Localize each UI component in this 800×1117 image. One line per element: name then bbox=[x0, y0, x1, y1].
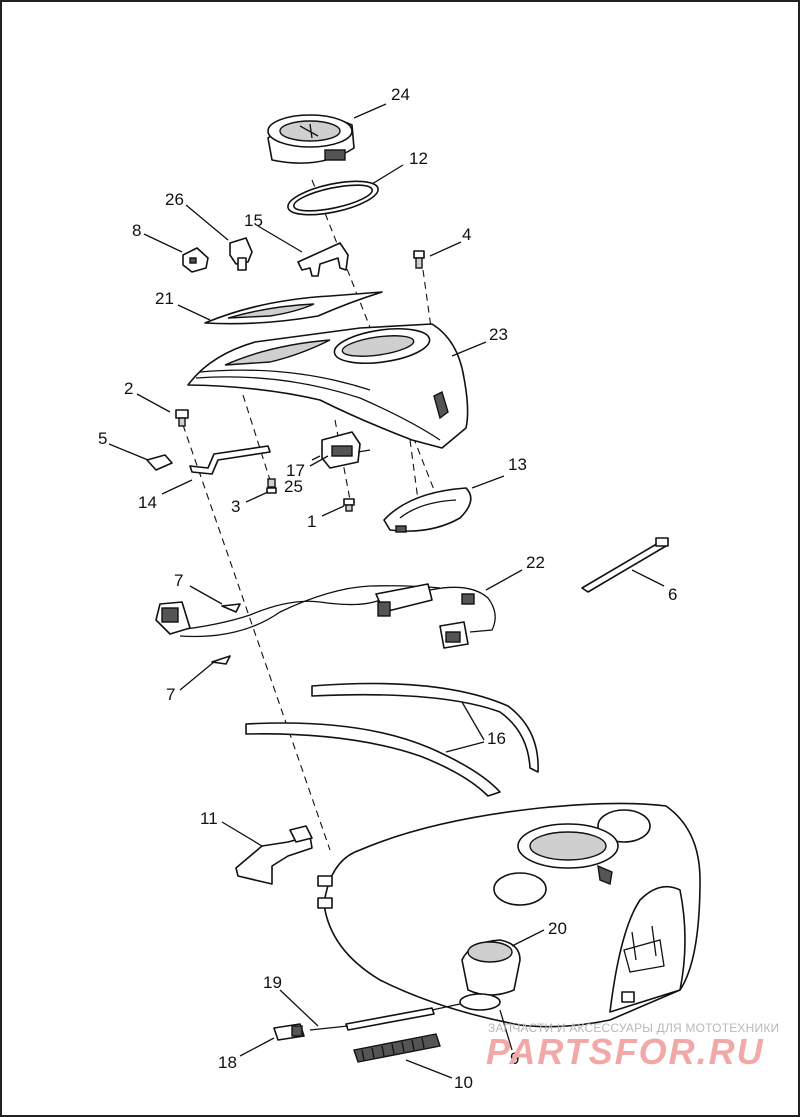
part-7-clip-lower bbox=[211, 655, 231, 665]
callout-7-upper: 7 bbox=[174, 571, 183, 590]
part-20-fuel-gauge bbox=[459, 939, 521, 1011]
callout-4: 4 bbox=[462, 225, 471, 244]
callout-21: 21 bbox=[155, 289, 174, 308]
part-11-bracket bbox=[235, 825, 313, 885]
callout-16: 16 bbox=[487, 729, 506, 748]
part-25-screw bbox=[267, 478, 276, 488]
fuel-tank bbox=[317, 802, 701, 1028]
part-23-console bbox=[187, 323, 469, 449]
part-7-clip-upper bbox=[221, 603, 241, 613]
callout-19: 19 bbox=[263, 973, 282, 992]
part-3-screw bbox=[266, 487, 277, 494]
callout-15: 15 bbox=[244, 211, 263, 230]
callout-5: 5 bbox=[98, 429, 107, 448]
part-16-trim-strips bbox=[245, 682, 539, 797]
part-22-wiring-harness bbox=[155, 583, 496, 649]
part-8-switch bbox=[182, 247, 209, 273]
callout-24: 24 bbox=[391, 85, 410, 104]
callout-17: 17 bbox=[286, 461, 305, 480]
part-15-trim-clip bbox=[297, 242, 349, 277]
callout-18: 18 bbox=[218, 1053, 237, 1072]
part-13-mount-plate bbox=[383, 487, 472, 533]
callout-1: 1 bbox=[307, 512, 316, 531]
part-10-spring bbox=[353, 1033, 441, 1063]
part-18-connector bbox=[273, 1023, 305, 1041]
part-26-switch bbox=[229, 237, 253, 271]
callout-26: 26 bbox=[165, 190, 184, 209]
watermark-tagline: ЗАПЧАСТИ И АКСЕССУАРЫ ДЛЯ МОТОТЕХНИКИ bbox=[488, 1021, 780, 1035]
part-12-gasket-ring bbox=[287, 180, 379, 216]
callout-3: 3 bbox=[231, 497, 240, 516]
callout-leader-lines bbox=[108, 103, 665, 1079]
part-6-cable-tie bbox=[581, 537, 669, 593]
part-19-sensor-wire bbox=[309, 1003, 461, 1031]
part-4-screw bbox=[413, 250, 425, 269]
part-2-screw bbox=[175, 409, 189, 427]
callout-labels: 24 12 26 8 15 4 21 23 2 5 17 13 25 14 3 … bbox=[98, 85, 677, 1092]
callout-12: 12 bbox=[409, 149, 428, 168]
part-1-screw bbox=[343, 498, 355, 512]
callout-13: 13 bbox=[508, 455, 527, 474]
part-17-connector bbox=[311, 431, 371, 469]
callout-20: 20 bbox=[548, 919, 567, 938]
part-21-console-insert bbox=[204, 291, 383, 325]
callout-2: 2 bbox=[124, 379, 133, 398]
callout-9: 9 bbox=[510, 1049, 519, 1068]
callout-25: 25 bbox=[284, 477, 303, 496]
callout-14: 14 bbox=[138, 493, 157, 512]
watermark-logo: PARTSFOR.RU bbox=[486, 1031, 765, 1072]
callout-7-lower: 7 bbox=[166, 685, 175, 704]
callout-23: 23 bbox=[489, 325, 508, 344]
callout-6: 6 bbox=[668, 585, 677, 604]
callout-11: 11 bbox=[200, 809, 218, 828]
part-5-clip-nut bbox=[146, 454, 173, 471]
part-14-bracket bbox=[189, 445, 271, 475]
callout-10: 10 bbox=[454, 1073, 473, 1092]
callout-22: 22 bbox=[526, 553, 545, 572]
part-24-speedometer bbox=[267, 114, 355, 164]
callout-8: 8 bbox=[132, 221, 141, 240]
